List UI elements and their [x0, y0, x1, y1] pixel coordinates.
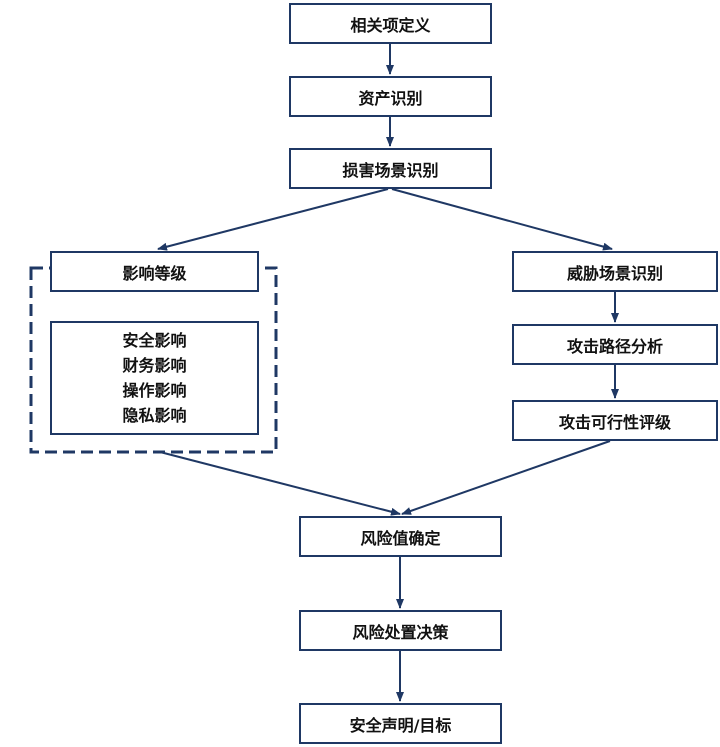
risk-value-box: 风险值确定	[299, 516, 502, 557]
impact-category-privacy: 隐私影响	[122, 406, 187, 425]
attack-feasibility-box: 攻击可行性评级	[512, 400, 718, 441]
item-definition-box: 相关项定义	[289, 3, 492, 44]
asset-identification-box: 资产识别	[289, 76, 492, 117]
impact-categories-box: 安全影响 财务影响 操作影响 隐私影响	[50, 321, 259, 435]
impact-rating-box: 影响等级	[50, 251, 259, 292]
risk-treatment-box: 风险处置决策	[299, 610, 502, 651]
impact-category-safety: 安全影响	[122, 331, 187, 350]
damage-scenario-label: 损害场景识别	[342, 160, 439, 180]
attack-path-box: 攻击路径分析	[512, 324, 718, 365]
security-goals-box: 安全声明/目标	[299, 703, 502, 744]
asset-identification-label: 资产识别	[358, 88, 423, 108]
security-goals-label: 安全声明/目标	[349, 715, 452, 735]
impact-category-operational: 操作影响	[122, 381, 187, 400]
impact-rating-label: 影响等级	[122, 263, 187, 283]
threat-scenario-box: 威胁场景识别	[512, 251, 718, 292]
risk-treatment-label: 风险处置决策	[352, 622, 449, 642]
impact-category-financial: 财务影响	[122, 356, 187, 375]
risk-value-label: 风险值确定	[360, 528, 441, 548]
threat-scenario-label: 威胁场景识别	[566, 263, 663, 283]
arrow-damage-to-threat	[391, 188, 613, 251]
attack-feasibility-label: 攻击可行性评级	[558, 412, 671, 432]
damage-scenario-box: 损害场景识别	[289, 148, 492, 189]
item-definition-label: 相关项定义	[350, 15, 431, 35]
arrow-feasibility-to-risk	[401, 440, 611, 515]
arrow-impact-to-risk	[159, 451, 401, 516]
attack-path-label: 攻击路径分析	[566, 336, 663, 356]
impact-group-dashed-border	[29, 266, 278, 454]
arrow-damage-to-impact	[157, 188, 389, 251]
